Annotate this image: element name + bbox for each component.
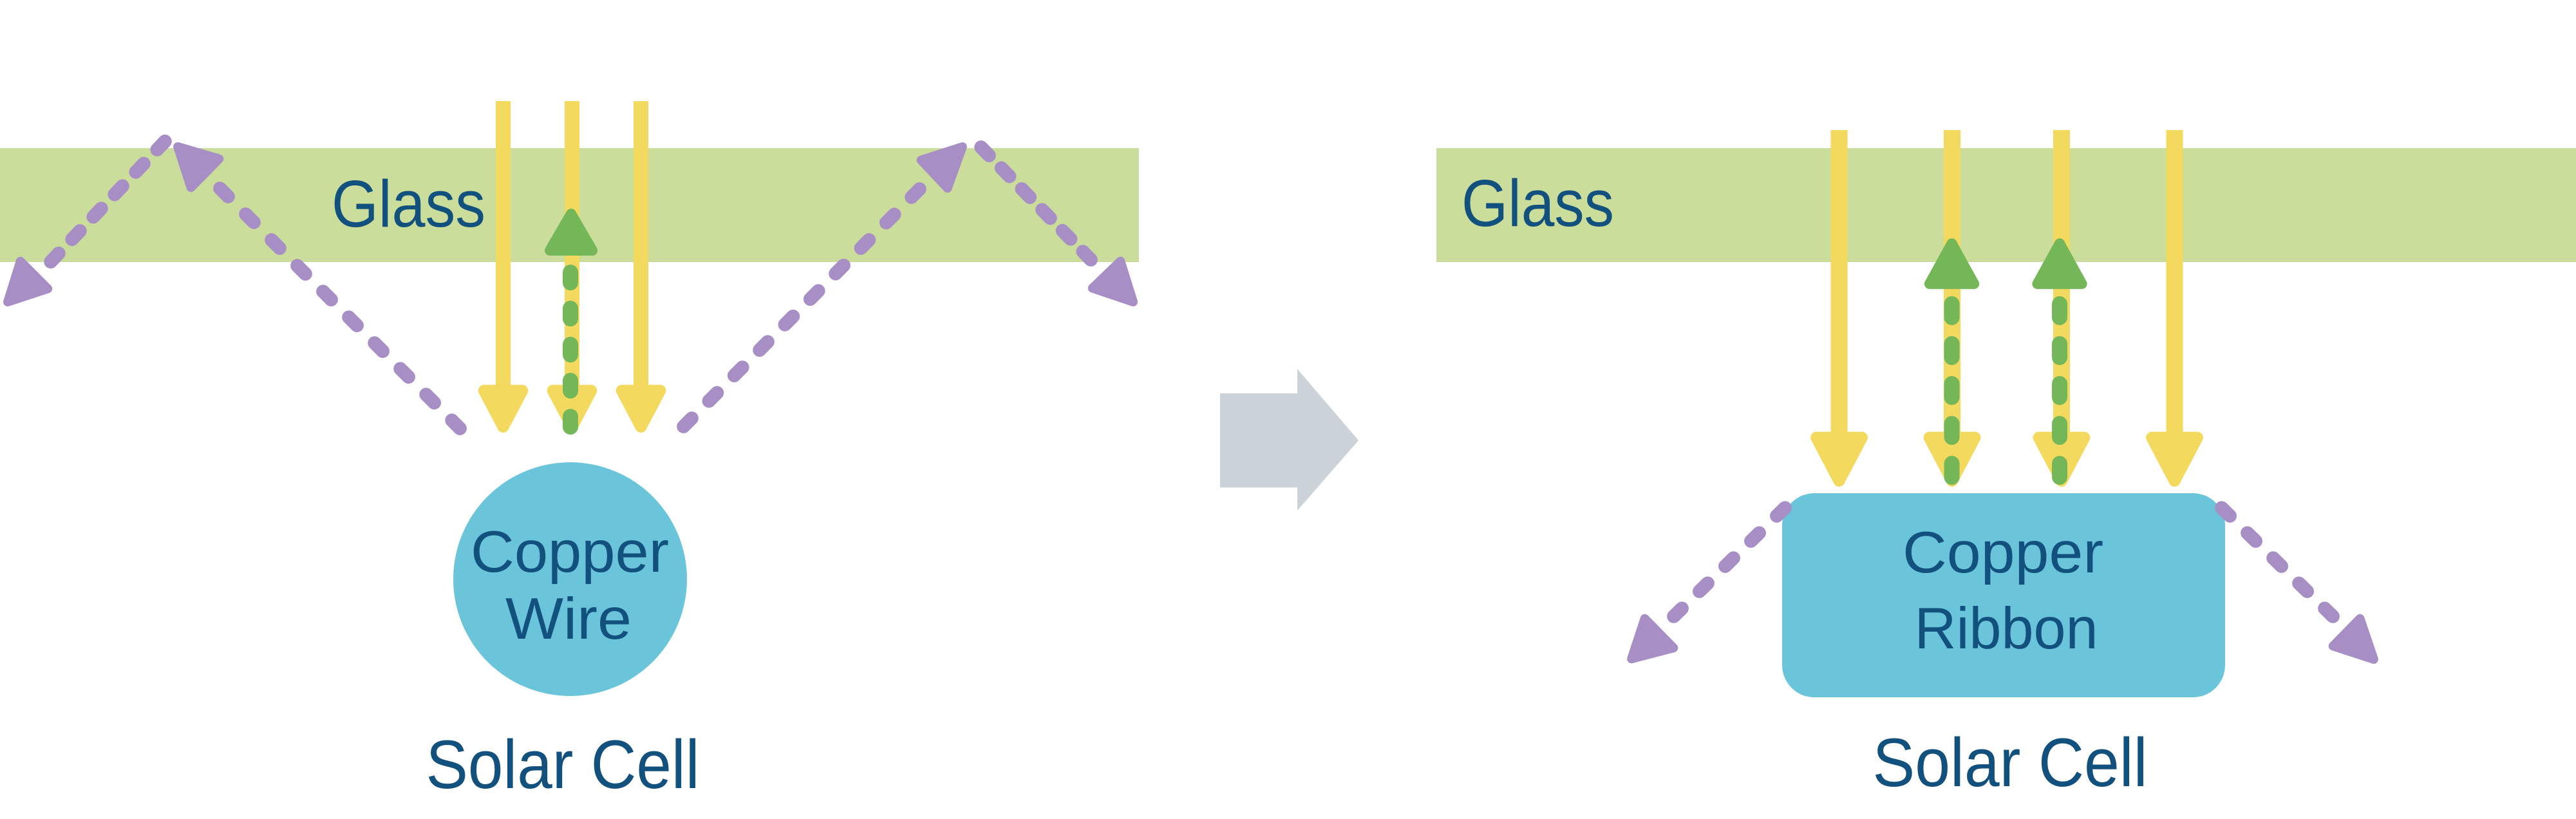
svg-text:Ribbon: Ribbon: [1915, 596, 2098, 661]
svg-text:Solar Cell: Solar Cell: [1873, 724, 2148, 801]
svg-text:Copper: Copper: [471, 520, 669, 585]
svg-text:Copper: Copper: [1903, 520, 2103, 585]
svg-text:Wire: Wire: [505, 587, 632, 652]
svg-text:Glass: Glass: [1462, 166, 1614, 240]
svg-text:Solar Cell: Solar Cell: [426, 726, 700, 803]
svg-text:Glass: Glass: [332, 167, 485, 241]
